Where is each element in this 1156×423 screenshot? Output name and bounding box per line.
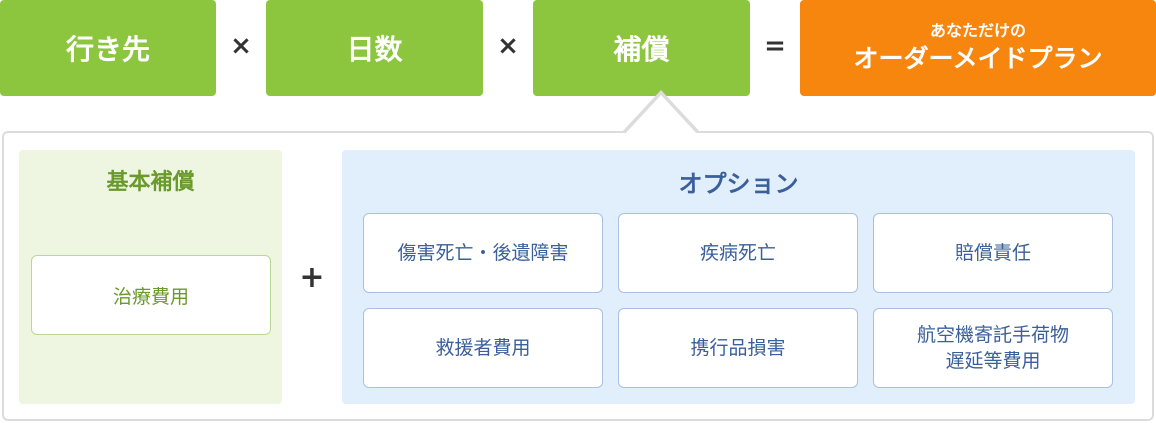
term-coverage-label: 補償 xyxy=(613,33,670,66)
panel-pointer-fill xyxy=(624,95,698,135)
option-label: 疾病死亡 xyxy=(699,242,776,264)
option-rescuer-expenses: 救援者費用 xyxy=(363,308,603,388)
basic-coverage-title: 基本補償 xyxy=(106,170,195,195)
option-label: 賠償責任 xyxy=(954,242,1031,264)
times-sign-1: × xyxy=(230,31,252,61)
plus-sign: + xyxy=(299,260,325,295)
option-injury-death: 傷害死亡・後遺障害 xyxy=(363,213,603,293)
result-subtitle: あなただけの xyxy=(929,21,1026,40)
result-title: オーダーメイドプラン xyxy=(853,44,1103,73)
basic-item-label: 治療費用 xyxy=(112,285,189,308)
option-baggage-delay: 航空機寄託手荷物 遅延等費用 xyxy=(873,308,1113,388)
term-days: 日数 xyxy=(266,0,483,96)
option-liability: 賠償責任 xyxy=(873,213,1113,293)
times-sign-2: × xyxy=(497,31,519,61)
basic-coverage-section: 基本補償 治療費用 xyxy=(19,150,282,404)
option-baggage-damage: 携行品損害 xyxy=(618,308,858,388)
term-days-label: 日数 xyxy=(346,33,403,66)
options-section: オプション 傷害死亡・後遺障害 疾病死亡 賠償責任 救援者費用 携行品損害 航空… xyxy=(342,150,1135,404)
term-destination-label: 行き先 xyxy=(65,33,150,66)
option-illness-death: 疾病死亡 xyxy=(618,213,858,293)
term-coverage: 補償 xyxy=(533,0,750,96)
option-label: 航空機寄託手荷物 遅延等費用 xyxy=(916,324,1069,372)
option-label: 救援者費用 xyxy=(435,337,531,359)
term-destination: 行き先 xyxy=(0,0,216,96)
equals-sign: = xyxy=(764,31,786,61)
option-label: 携行品損害 xyxy=(690,337,786,359)
option-label: 傷害死亡・後遺障害 xyxy=(397,242,569,264)
options-title: オプション xyxy=(678,170,799,198)
result-custom-plan: あなただけの オーダーメイドプラン xyxy=(800,0,1156,96)
basic-item-medical-expenses: 治療費用 xyxy=(31,255,271,335)
